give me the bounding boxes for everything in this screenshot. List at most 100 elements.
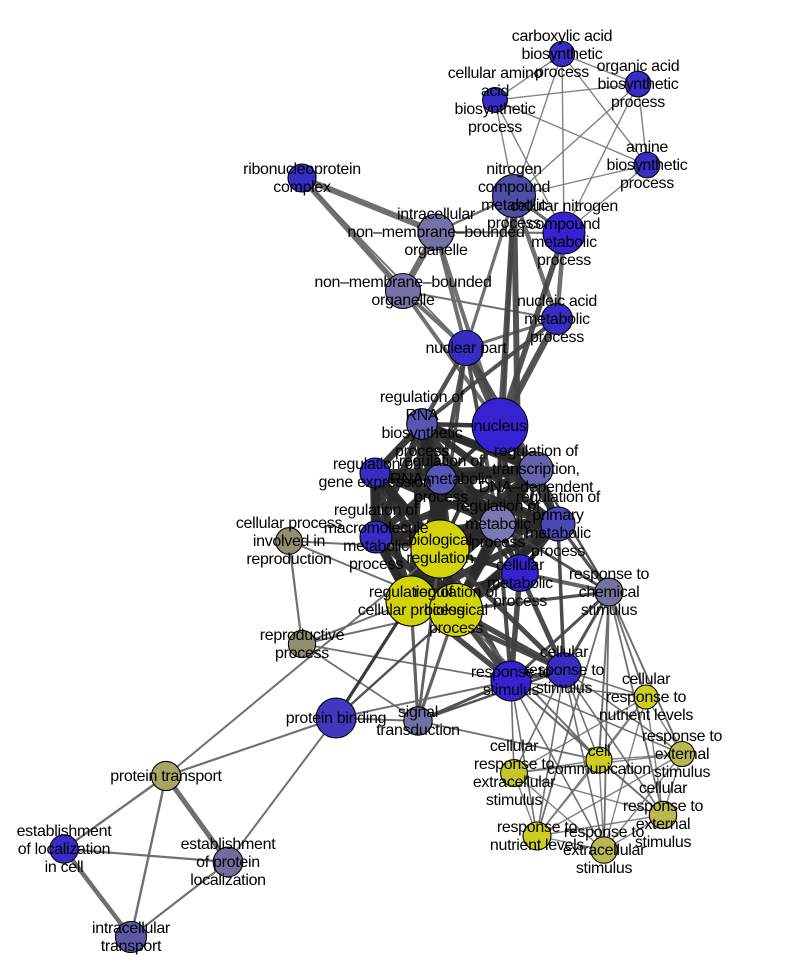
svg-text:chemical: chemical [579, 584, 640, 601]
svg-text:gene expression: gene expression [319, 474, 432, 491]
svg-text:response to: response to [497, 819, 578, 836]
svg-text:extracellular: extracellular [473, 774, 556, 791]
svg-text:DNA–dependent: DNA–dependent [479, 479, 594, 496]
svg-text:process: process [620, 175, 674, 192]
svg-text:external: external [636, 816, 691, 833]
svg-text:process: process [487, 215, 541, 232]
svg-text:compound: compound [528, 216, 600, 233]
svg-text:acid: acid [481, 83, 509, 100]
svg-text:nutrient levels: nutrient levels [599, 707, 694, 724]
svg-text:process: process [468, 119, 522, 136]
svg-text:organic acid: organic acid [597, 58, 680, 75]
svg-text:stimulus: stimulus [536, 680, 593, 697]
svg-text:regulation of: regulation of [399, 453, 484, 470]
svg-text:intracellular: intracellular [92, 920, 171, 937]
svg-text:reproductive: reproductive [260, 627, 345, 644]
svg-text:organelle: organelle [404, 242, 468, 259]
svg-text:establishment: establishment [17, 823, 113, 840]
svg-text:of localization: of localization [18, 841, 110, 858]
svg-text:process: process [414, 489, 468, 506]
svg-text:process: process [611, 94, 665, 111]
svg-text:nucleic acid: nucleic acid [517, 293, 597, 310]
svg-text:cellular nitrogen: cellular nitrogen [510, 198, 618, 215]
svg-text:stimulus: stimulus [654, 764, 711, 781]
svg-text:establishment: establishment [181, 836, 277, 853]
svg-text:biological: biological [424, 602, 488, 619]
svg-text:cellular: cellular [639, 780, 688, 797]
svg-text:process: process [429, 620, 483, 637]
svg-text:regulation: regulation [406, 550, 473, 567]
svg-text:metabolic: metabolic [465, 516, 531, 533]
svg-text:response to: response to [606, 689, 687, 706]
svg-text:process: process [530, 329, 584, 346]
svg-text:cell: cell [588, 743, 611, 760]
svg-text:involved in: involved in [253, 533, 325, 550]
svg-text:response to: response to [524, 662, 605, 679]
svg-text:regulation of: regulation of [414, 584, 499, 601]
svg-text:cellular: cellular [496, 557, 545, 574]
svg-text:process: process [493, 593, 547, 610]
svg-text:regulation of: regulation of [333, 456, 418, 473]
svg-text:regulation of: regulation of [380, 389, 465, 406]
svg-text:biosynthetic: biosynthetic [455, 101, 536, 118]
svg-text:compound: compound [478, 179, 550, 196]
svg-text:cellular: cellular [490, 738, 539, 755]
svg-text:RNA metabolic: RNA metabolic [390, 471, 492, 488]
svg-text:process: process [531, 543, 585, 560]
svg-text:response to: response to [564, 824, 645, 841]
svg-text:reproduction: reproduction [246, 551, 331, 568]
svg-text:stimulus: stimulus [576, 860, 633, 877]
svg-text:process: process [535, 64, 589, 81]
svg-text:biosynthetic: biosynthetic [598, 76, 679, 93]
svg-text:stimulus: stimulus [581, 602, 638, 619]
svg-text:non–membrane–bounded: non–membrane–bounded [347, 224, 524, 241]
svg-text:signal: signal [398, 704, 438, 721]
svg-text:regulation of: regulation of [334, 502, 419, 519]
svg-text:response to: response to [642, 728, 723, 745]
svg-text:of protein: of protein [196, 854, 260, 871]
svg-text:nitrogen: nitrogen [486, 161, 541, 178]
svg-text:regulation of: regulation of [369, 584, 454, 601]
svg-text:ribonucleoprotein: ribonucleoprotein [243, 161, 361, 178]
svg-text:metabolic: metabolic [487, 575, 553, 592]
svg-text:metabolic: metabolic [343, 538, 409, 555]
svg-text:transport: transport [101, 938, 162, 955]
svg-text:process: process [349, 556, 403, 573]
svg-text:carboxylic acid: carboxylic acid [512, 28, 612, 45]
svg-text:biosynthetic: biosynthetic [607, 157, 688, 174]
svg-text:regulation of: regulation of [494, 443, 579, 460]
svg-text:nuclear part: nuclear part [426, 340, 508, 357]
svg-text:regulation of: regulation of [516, 489, 601, 506]
svg-text:localization: localization [190, 872, 266, 889]
svg-text:stimulus: stimulus [635, 834, 692, 851]
svg-text:metabolic: metabolic [524, 311, 590, 328]
svg-text:metabolic: metabolic [531, 234, 597, 251]
svg-text:transcription,: transcription, [492, 461, 579, 478]
svg-text:transduction: transduction [376, 722, 460, 739]
svg-text:cellular: cellular [540, 644, 589, 661]
svg-text:response to: response to [471, 664, 552, 681]
svg-text:metabolic: metabolic [481, 197, 547, 214]
svg-text:response to: response to [623, 798, 704, 815]
svg-text:biosynthetic: biosynthetic [522, 46, 603, 63]
svg-text:protein transport: protein transport [110, 768, 222, 785]
svg-text:process: process [471, 534, 525, 551]
svg-text:stimulus: stimulus [483, 682, 540, 699]
svg-text:biosynthetic: biosynthetic [382, 425, 463, 442]
svg-text:response to: response to [569, 566, 650, 583]
svg-text:RNA: RNA [406, 407, 440, 424]
svg-text:in cell: in cell [45, 859, 84, 876]
svg-text:macromolecule: macromolecule [324, 520, 429, 537]
svg-text:metabolic: metabolic [525, 525, 591, 542]
svg-text:nutrient levels: nutrient levels [490, 837, 585, 854]
svg-text:nucleus: nucleus [473, 418, 526, 435]
svg-text:complex: complex [273, 179, 331, 196]
svg-text:cellular amino: cellular amino [448, 65, 543, 82]
svg-text:process: process [395, 443, 449, 460]
svg-text:stimulus: stimulus [486, 792, 543, 809]
svg-text:cellular process: cellular process [358, 602, 465, 619]
svg-text:biological: biological [408, 532, 472, 549]
svg-text:response to: response to [474, 756, 555, 773]
svg-text:protein binding: protein binding [286, 710, 386, 727]
svg-text:amine: amine [626, 139, 668, 156]
